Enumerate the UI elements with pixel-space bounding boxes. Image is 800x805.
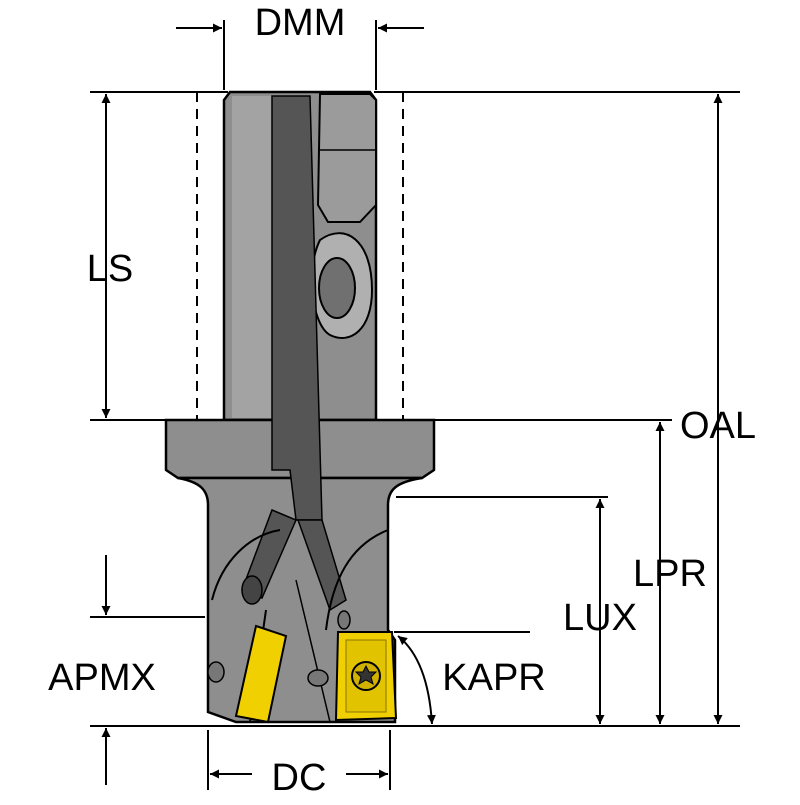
label-dmm: DMM bbox=[255, 2, 346, 44]
coolant-branch-left bbox=[241, 509, 297, 599]
label-apmx: APMX bbox=[48, 657, 156, 699]
label-oal: OAL bbox=[680, 405, 756, 447]
insert-left bbox=[234, 624, 288, 724]
tool-body bbox=[164, 90, 436, 724]
screw-center bbox=[307, 669, 329, 687]
label-dc: DC bbox=[272, 757, 327, 799]
label-ls: LS bbox=[87, 248, 133, 290]
coolant-branch-right bbox=[296, 519, 347, 612]
clamp-hole bbox=[318, 257, 356, 319]
label-kapr: KAPR bbox=[442, 657, 545, 699]
shank-flat bbox=[316, 93, 377, 223]
dimension-arrows bbox=[101, 23, 723, 785]
coolant-outlet bbox=[241, 575, 263, 605]
chip-pocket-left bbox=[211, 529, 281, 601]
label-lux: LUX bbox=[563, 597, 637, 639]
label-lpr: LPR bbox=[633, 553, 707, 595]
extension-lines bbox=[90, 20, 740, 790]
kapr-arc bbox=[397, 635, 436, 725]
shank-dashed-lines bbox=[196, 92, 404, 420]
screw-top-right bbox=[337, 610, 351, 630]
chip-pocket-right bbox=[325, 529, 389, 631]
dimension-labels: DMM LS OAL LPR LUX APMX KAPR DC bbox=[48, 2, 756, 799]
screw-left bbox=[207, 661, 225, 683]
torx-icon bbox=[354, 664, 378, 686]
flute-edge-2 bbox=[295, 579, 331, 723]
shank-highlight bbox=[232, 96, 272, 418]
